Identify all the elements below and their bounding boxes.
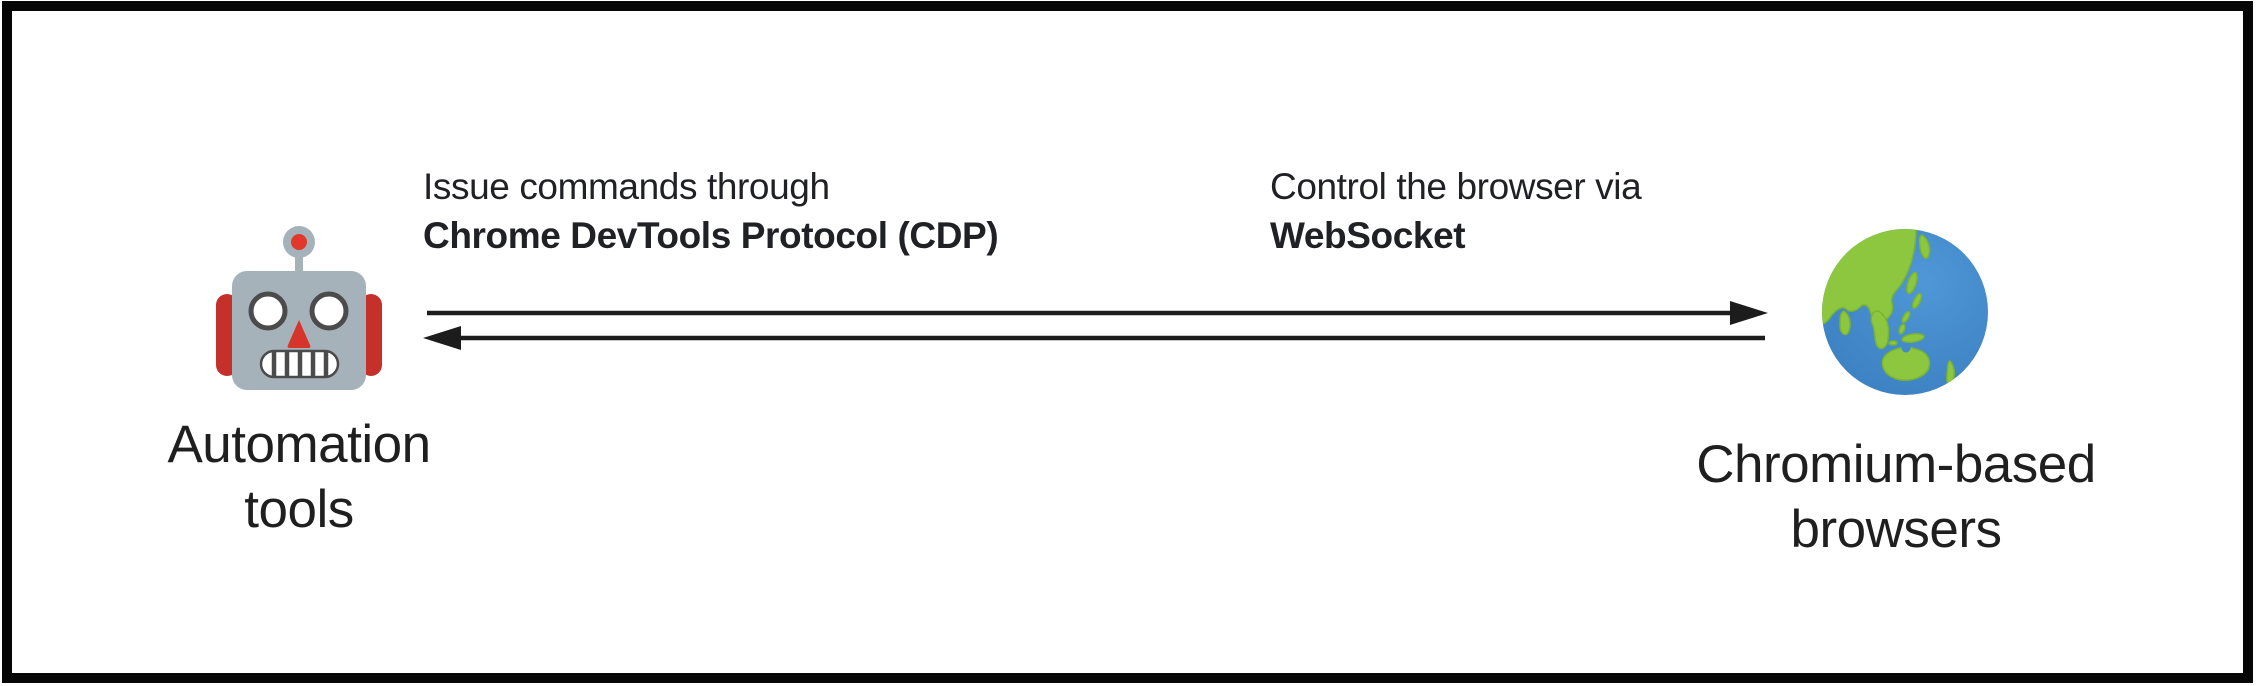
right-node-label-line1: Chromium-based (1696, 435, 2096, 494)
caption-websocket-line1: Control the browser via (1270, 166, 1642, 207)
left-node-label: Automation tools (99, 412, 499, 542)
arrow-right (427, 301, 1768, 325)
robot-antenna-light (291, 234, 307, 250)
caption-cdp: Issue commands through Chrome DevTools P… (423, 162, 999, 260)
right-node-label-line2: browsers (1790, 500, 2002, 559)
robot-eye-left (248, 291, 288, 331)
robot-nose (287, 320, 311, 348)
arrow-left (423, 326, 1765, 350)
left-node-label-line2: tools (244, 480, 354, 539)
robot-eye-right (309, 291, 349, 331)
robot-teeth (271, 352, 329, 376)
caption-cdp-line1: Issue commands through (423, 166, 830, 207)
caption-websocket-line2: WebSocket (1270, 215, 1466, 256)
caption-cdp-line2: Chrome DevTools Protocol (CDP) (423, 215, 999, 256)
globe-gulf-notch (1901, 343, 1911, 353)
caption-websocket: Control the browser via WebSocket (1270, 162, 1642, 260)
robot-icon (216, 226, 382, 390)
robot-antenna-stem (295, 242, 303, 290)
left-node-label-line1: Automation (167, 415, 431, 474)
globe-asia-australia-icon (1822, 229, 1988, 395)
right-node-label: Chromium-based browsers (1596, 432, 2196, 562)
